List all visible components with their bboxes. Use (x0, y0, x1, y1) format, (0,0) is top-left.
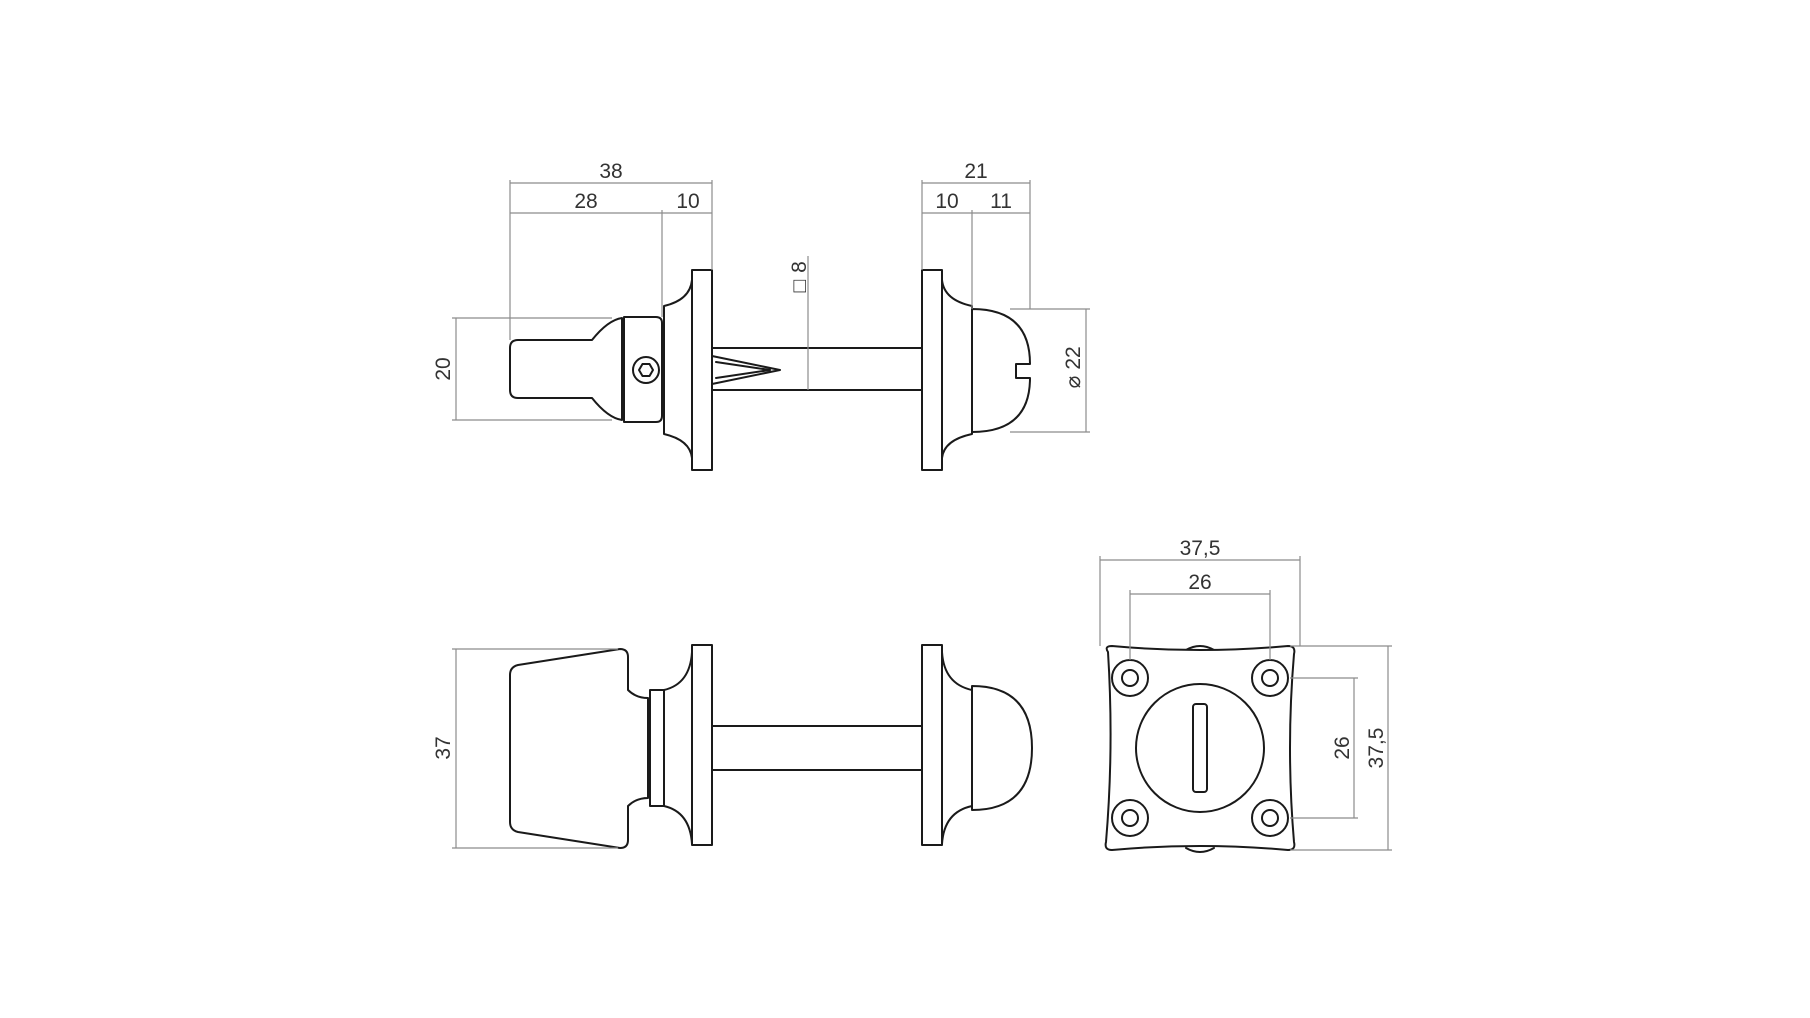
dim-22: 22 (1062, 346, 1085, 369)
release-indicator-dome (971, 308, 1031, 433)
release-indicator-dome-side (971, 685, 1033, 811)
rose-bottom-bump (1185, 847, 1215, 853)
spindle-tip (711, 355, 781, 385)
thumbturn-knob-wide (509, 648, 649, 849)
dim-10-right: 10 (935, 190, 958, 213)
release-backplate-side (921, 644, 943, 846)
spindle-side (711, 725, 923, 771)
dim-37-5-height: 37,5 (1365, 728, 1388, 769)
dim-26-horizontal: 26 (1188, 571, 1211, 594)
screw-hole-bottom-right (1251, 799, 1289, 837)
dim-26-vertical: 26 (1331, 736, 1354, 759)
diameter-symbol: ⌀ (1062, 376, 1085, 389)
center-disc (1135, 683, 1265, 813)
front-view (1104, 645, 1296, 853)
square-rose (1104, 645, 1296, 851)
thumbturn-knob-side (509, 317, 623, 421)
dim-11: 11 (990, 190, 1012, 213)
rose-top-bump (1185, 645, 1215, 651)
screw-hole-bottom-left (1111, 799, 1149, 837)
dim-20: 20 (432, 357, 455, 380)
spindle (711, 347, 923, 391)
front-dimensions (1099, 556, 1392, 851)
dim-28: 28 (574, 190, 597, 213)
dim-37-5-width: 37,5 (1180, 537, 1221, 560)
dim-21: 21 (964, 160, 987, 183)
thumbturn-backplate (691, 269, 713, 471)
release-rose-flange-side (941, 651, 973, 845)
dim-38: 38 (599, 160, 622, 183)
dim-8: 8 (788, 261, 811, 273)
dim-37: 37 (432, 736, 455, 759)
top-dimensions (452, 180, 1090, 433)
thumbturn-rose-flange (663, 279, 693, 459)
side-dimensions (452, 648, 618, 849)
square-symbol: □ (788, 279, 811, 292)
thumbturn-backplate-side (691, 644, 713, 846)
release-rose-flange (941, 279, 973, 459)
collar (623, 316, 663, 423)
top-view (509, 269, 1031, 471)
thumbturn-rose-flange-side (663, 651, 693, 845)
release-backplate (921, 269, 943, 471)
grub-screw-hex-icon (632, 356, 660, 384)
collar-side (649, 689, 665, 807)
center-slot (1192, 703, 1208, 793)
side-view (509, 644, 1033, 849)
dim-10-left: 10 (676, 190, 699, 213)
